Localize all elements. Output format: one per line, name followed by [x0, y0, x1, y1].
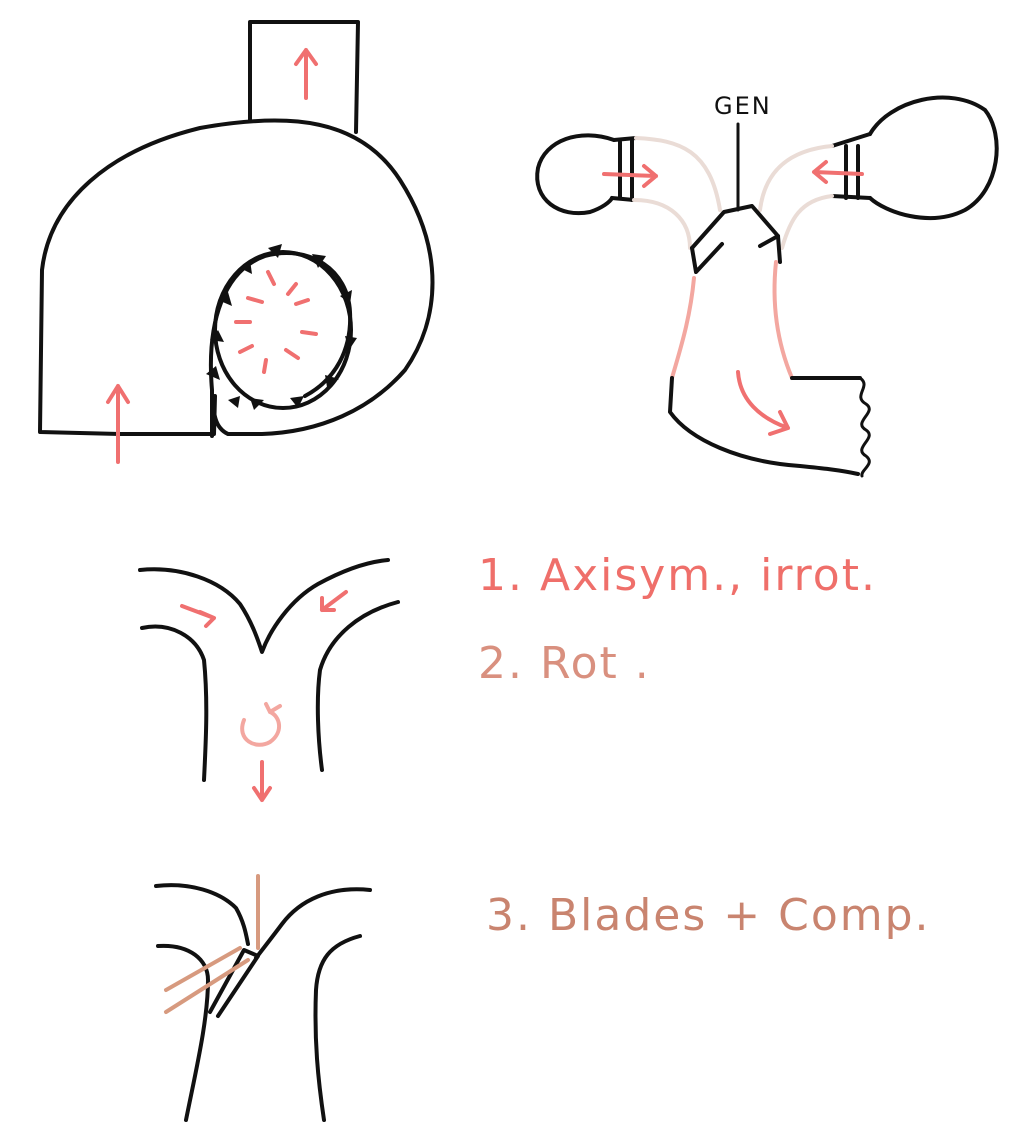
tailwater-cut [860, 378, 869, 476]
draft-tube-right-pink [775, 262, 792, 378]
spiral-casing-sketch [40, 22, 433, 462]
right-casing [870, 98, 997, 218]
runner-wheel [215, 252, 351, 408]
notes: 1. Axisym., irrot. 2. Rot . 3. Blades + … [478, 550, 931, 941]
runner-hub [692, 206, 780, 262]
blades-comp-sketch [156, 876, 370, 1120]
note-1: 1. Axisym., irrot. [478, 550, 877, 601]
twin-runner-sketch: GEN [537, 92, 997, 476]
draft-tube-lower [670, 378, 858, 474]
note-2: 2. Rot . [478, 638, 651, 689]
guide-vanes [206, 244, 357, 410]
draft-tube-left-pink [672, 278, 694, 378]
generator-label: GEN [714, 92, 772, 120]
note-3: 3. Blades + Comp. [486, 890, 931, 941]
axisym-inlet-sketch [140, 560, 398, 800]
